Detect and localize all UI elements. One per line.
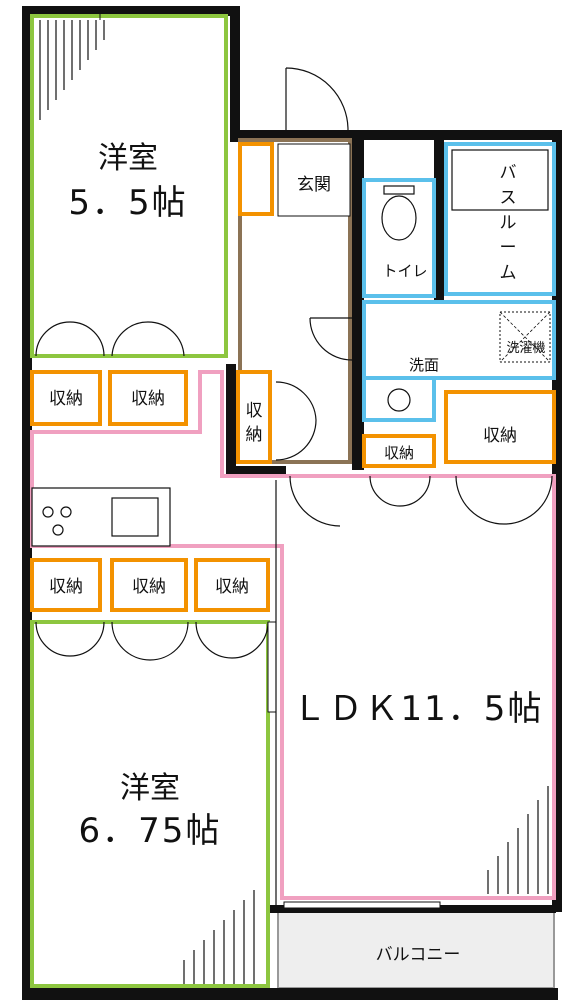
bedroom2-name: 洋室 [120, 771, 180, 806]
bathtub [451, 149, 549, 211]
storage-doors-right [289, 475, 553, 527]
storage-label-vertical: 収 [246, 401, 263, 421]
washer-pan [499, 311, 551, 363]
storage-box [236, 370, 272, 464]
storage-box [444, 390, 556, 464]
sliding-partition [267, 621, 277, 713]
storage-label: 収納 [132, 577, 166, 597]
cooktop [31, 487, 171, 547]
storage-label: 収納 [483, 426, 517, 446]
bedroom1-name: 洋室 [98, 141, 158, 176]
storage-door [275, 381, 317, 461]
storage-box [194, 558, 270, 612]
bedroom2-border [30, 620, 270, 988]
storage-label: 収納 [384, 444, 414, 462]
walls [22, 6, 562, 1000]
storage-box [30, 558, 102, 612]
entrance-floor [277, 143, 351, 217]
bedroom2-size: 6．75帖 [79, 811, 222, 851]
storage-label-vertical: 納 [246, 425, 263, 445]
washroom [362, 300, 556, 380]
entrance-hall [238, 138, 352, 464]
bath-label: バ ス ル ー ム [500, 163, 517, 283]
storage-label: 収納 [49, 389, 83, 409]
bedroom1-border [30, 14, 228, 358]
balcony-label: バルコニー [376, 945, 461, 965]
washer-label: 洗濯機 [506, 341, 545, 356]
svg-text:ム: ム [500, 263, 517, 283]
hall-door [309, 317, 353, 361]
closet-doors-2 [35, 621, 269, 661]
balcony-door [283, 901, 441, 909]
svg-text:ー: ー [500, 238, 517, 258]
storage-label: 収納 [215, 577, 249, 597]
window-hatch-3 [487, 786, 549, 894]
shoe-storage [238, 142, 274, 216]
washroom-lower [362, 376, 436, 422]
entry-door [285, 67, 349, 131]
storage-box [30, 370, 102, 426]
storage-box [110, 558, 188, 612]
storage-label: 収納 [131, 389, 165, 409]
window-hatch-2 [183, 890, 255, 984]
storage-box [362, 434, 436, 468]
washer-cross [499, 311, 551, 363]
svg-text:ス: ス [500, 188, 517, 208]
toilet-icon [381, 185, 417, 241]
sink [111, 497, 159, 537]
bath-room [444, 142, 556, 296]
bedroom1-size: 5．5帖 [68, 183, 187, 223]
closet-doors-1 [35, 321, 185, 357]
svg-text:バ: バ [500, 163, 517, 183]
storage-box [108, 370, 188, 426]
ldk-label: ＬＤＫ11．5帖 [293, 689, 544, 729]
balcony-area [277, 907, 555, 989]
stove-icon [42, 506, 72, 536]
toilet-label: トイレ [382, 262, 427, 280]
toilet-room [362, 178, 436, 298]
storage-label: 収納 [49, 577, 83, 597]
entrance-label: 玄関 [297, 175, 331, 195]
svg-text:ル: ル [500, 213, 517, 233]
window-hatch-1 [39, 6, 105, 120]
ldk-border [30, 370, 556, 900]
basin-icon [387, 388, 411, 412]
washroom-label: 洗面 [409, 356, 439, 374]
